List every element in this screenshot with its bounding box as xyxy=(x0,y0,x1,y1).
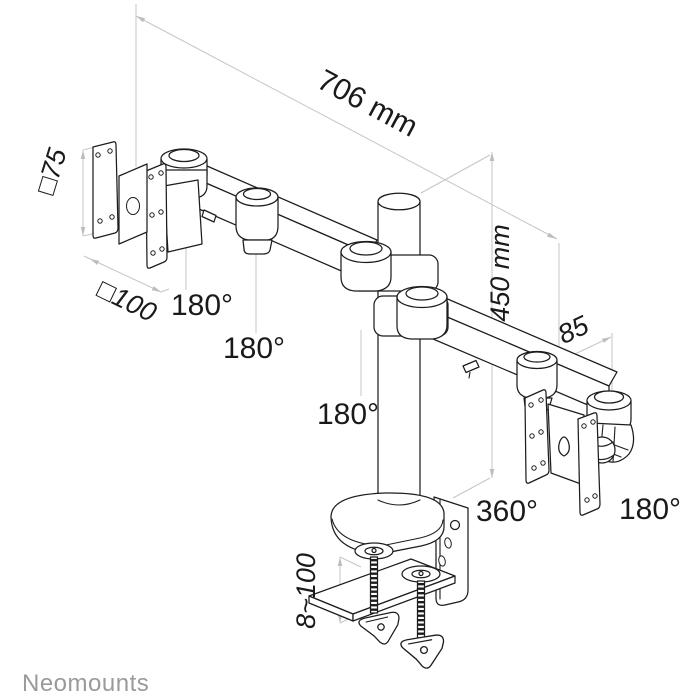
rotation-180-label-1: 180° xyxy=(171,289,233,322)
right-vesa-assembly xyxy=(524,389,635,516)
left-vesa-assembly xyxy=(92,141,208,269)
rotation-360-label: 360° xyxy=(476,495,538,528)
clamp-range-label: 8~100 xyxy=(291,553,321,629)
dim-width-label: 706 mm xyxy=(312,64,423,144)
pole-joint xyxy=(340,240,449,340)
desk-clamp xyxy=(308,492,469,669)
dim-height-label: 450 mm xyxy=(485,224,515,322)
right-arm-joints xyxy=(516,350,632,432)
vesa-75-label: □75 xyxy=(30,144,73,198)
rotation-180-label-2: 180° xyxy=(223,332,285,365)
clamp-wing-knob xyxy=(400,634,445,669)
vesa-100-label: □100 xyxy=(93,274,161,328)
rotation-180-label-3: 180° xyxy=(317,398,379,431)
crossbar-right-arm xyxy=(418,290,618,415)
clamp-wing-knob xyxy=(358,611,400,645)
brand-logo: Neomounts xyxy=(22,670,149,697)
rotation-180-end-label: 180° xyxy=(619,493,681,526)
